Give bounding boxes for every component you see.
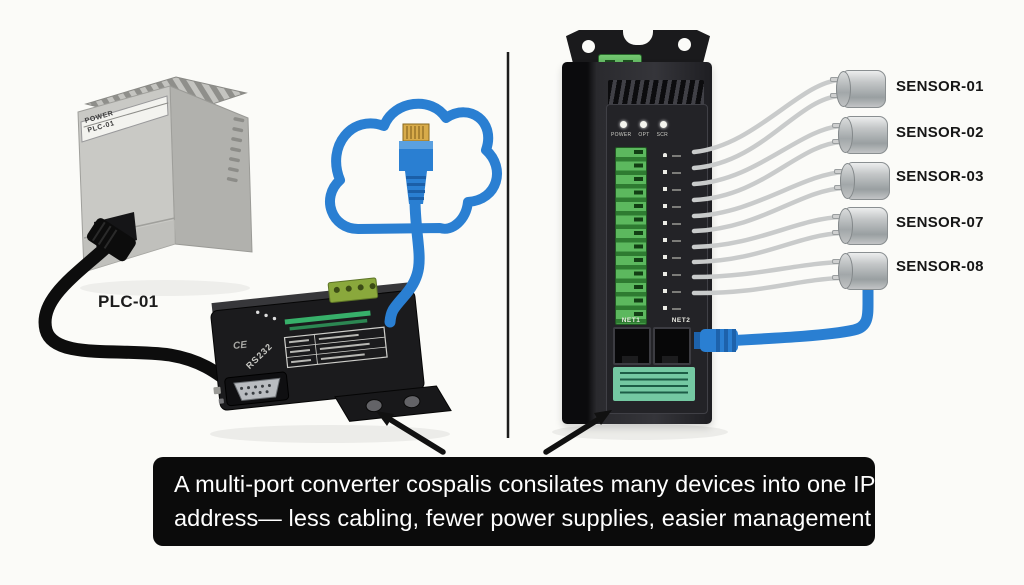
converter-terminal-block (327, 277, 379, 303)
io-terminal-block (615, 147, 647, 325)
caption-box: A multi-port converter cospalis consilat… (153, 457, 875, 546)
shadow (80, 280, 250, 296)
sensor-wire (691, 139, 845, 203)
plc-side-vents (226, 117, 245, 183)
bracket-hole (582, 40, 595, 53)
sensor-wire (691, 169, 847, 219)
device-info-label (613, 367, 695, 401)
sensor-device-02 (832, 116, 888, 154)
sensor-device-01 (830, 70, 886, 108)
sensor-label-03: SENSOR-03 (896, 168, 984, 185)
plc-side-face (169, 85, 253, 253)
converter-model-text (284, 310, 371, 325)
bracket-hole (678, 38, 691, 51)
db9-connector (213, 371, 290, 407)
plc-nameplate-strip (80, 95, 169, 143)
sensor-label-08: SENSOR-08 (896, 258, 984, 275)
led-label: SCR (656, 132, 669, 138)
ethernet-port-net2 (653, 327, 691, 365)
sensor-wire (691, 214, 845, 250)
multiport-device-server: POWER OPT SCR NET1 NET2 (562, 26, 714, 426)
rj45-boot (694, 329, 738, 352)
caption-line-1: A multi-port converter cospalis consilat… (174, 471, 876, 497)
ce-mark: CE (233, 340, 248, 352)
port-label-net1: NET1 (621, 317, 641, 324)
plc-label: PLC-01 (98, 292, 159, 311)
cloud-network-icon (325, 98, 502, 234)
serial-converter: CE RS232 (210, 277, 452, 422)
sensor-wire (691, 185, 847, 234)
sensor-device-08 (832, 252, 888, 290)
shadow (552, 424, 728, 440)
caption-line-2: address— less cabling, fewer power suppl… (174, 505, 872, 531)
sensor-label-02: SENSOR-02 (896, 124, 984, 141)
ethernet-cable-server (698, 262, 874, 348)
serial-cable-plug (86, 218, 136, 262)
cloud-outline (325, 98, 502, 234)
led-indicator (660, 121, 667, 128)
ethernet-cable-cloud (384, 196, 425, 328)
sensor-label-01: SENSOR-01 (896, 78, 984, 95)
flange-hole (403, 395, 421, 409)
shadow (210, 425, 450, 443)
sensor-wire (691, 259, 845, 280)
front-panel: POWER OPT SCR NET1 NET2 (606, 104, 708, 414)
ethernet-port-net1 (613, 327, 651, 365)
spec-table (283, 326, 388, 369)
sensor-wire (691, 77, 843, 155)
led-indicator (640, 121, 647, 128)
sensor-device-03 (834, 162, 890, 200)
port-label-net2: NET2 (671, 317, 691, 324)
mounting-flange (334, 385, 452, 422)
device-chassis: POWER OPT SCR NET1 NET2 (562, 62, 712, 424)
terminal-labels (672, 155, 681, 313)
port-labels: NET1 NET2 (613, 317, 699, 324)
rj45-plug (399, 123, 433, 204)
sensor-wire (691, 123, 845, 187)
arrow-head-right (594, 410, 612, 425)
led-label: OPT (638, 132, 650, 138)
sensor-wire (691, 275, 845, 296)
arrow-head-left (376, 411, 394, 426)
flange-hole (365, 399, 383, 413)
led-labels: POWER OPT SCR (611, 132, 703, 138)
bracket-notch (623, 30, 653, 45)
channel-leds (663, 153, 667, 311)
pointer-arrows (388, 416, 602, 455)
status-leds (620, 121, 667, 128)
vent-slots (608, 80, 704, 106)
serial-cable (38, 235, 239, 391)
sensor-wire (691, 93, 843, 171)
sensor-label-07: SENSOR-07 (896, 214, 984, 231)
sensor-wire (691, 230, 845, 265)
led-label: POWER (611, 132, 632, 138)
sensor-wires (691, 77, 847, 296)
led-indicator (620, 121, 627, 128)
sensor-device-07 (832, 207, 888, 245)
